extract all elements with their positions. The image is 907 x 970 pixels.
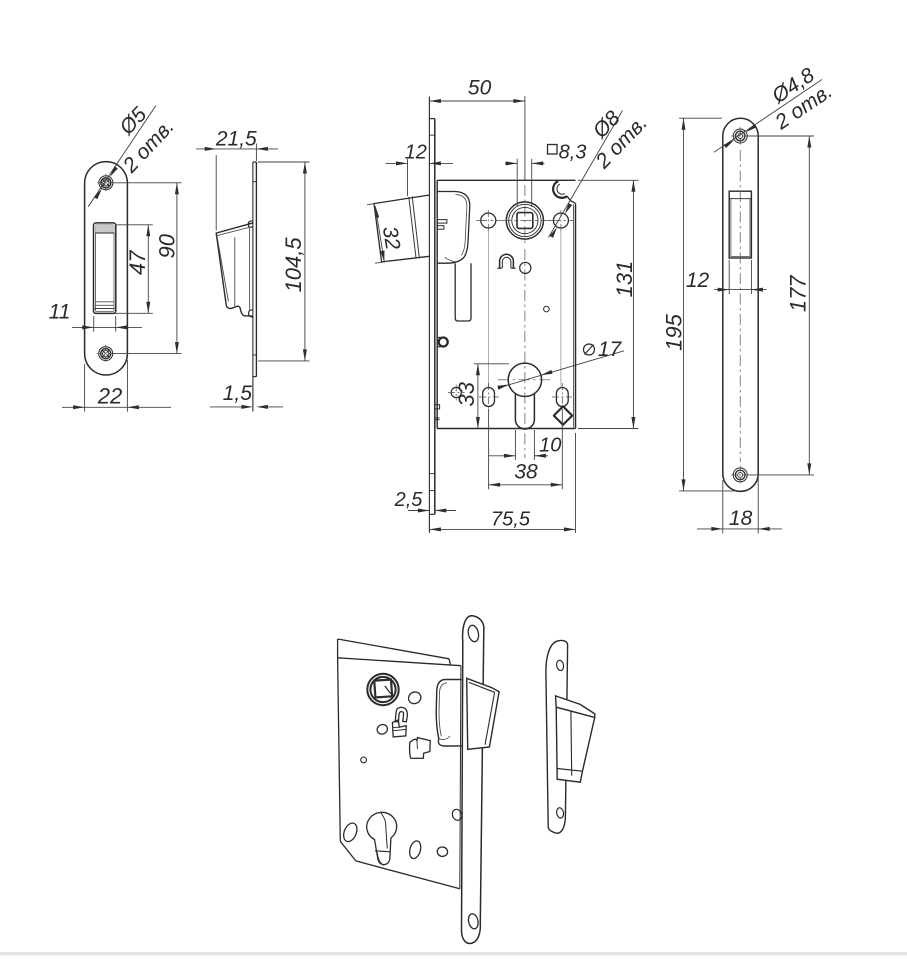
svg-text:12: 12: [686, 269, 710, 292]
svg-text:17: 17: [598, 338, 623, 361]
svg-text:195: 195: [661, 313, 686, 350]
svg-text:12: 12: [405, 141, 427, 163]
svg-text:18: 18: [729, 507, 753, 530]
svg-text:8,3: 8,3: [559, 142, 587, 164]
svg-text:131: 131: [612, 261, 637, 298]
svg-text:21,5: 21,5: [215, 127, 257, 150]
svg-text:177: 177: [785, 275, 810, 312]
svg-text:22: 22: [97, 383, 122, 408]
svg-text:50: 50: [468, 77, 492, 100]
svg-text:38: 38: [514, 461, 538, 484]
svg-text:1,5: 1,5: [223, 382, 253, 405]
svg-text:10: 10: [539, 434, 561, 456]
svg-text:11: 11: [49, 301, 71, 324]
svg-text:2,5: 2,5: [394, 489, 424, 511]
svg-text:33: 33: [454, 381, 479, 406]
svg-text:32: 32: [378, 225, 404, 252]
svg-text:90: 90: [154, 233, 179, 258]
svg-text:75,5: 75,5: [491, 509, 531, 531]
svg-text:104,5: 104,5: [281, 237, 306, 293]
svg-text:47: 47: [125, 250, 150, 275]
